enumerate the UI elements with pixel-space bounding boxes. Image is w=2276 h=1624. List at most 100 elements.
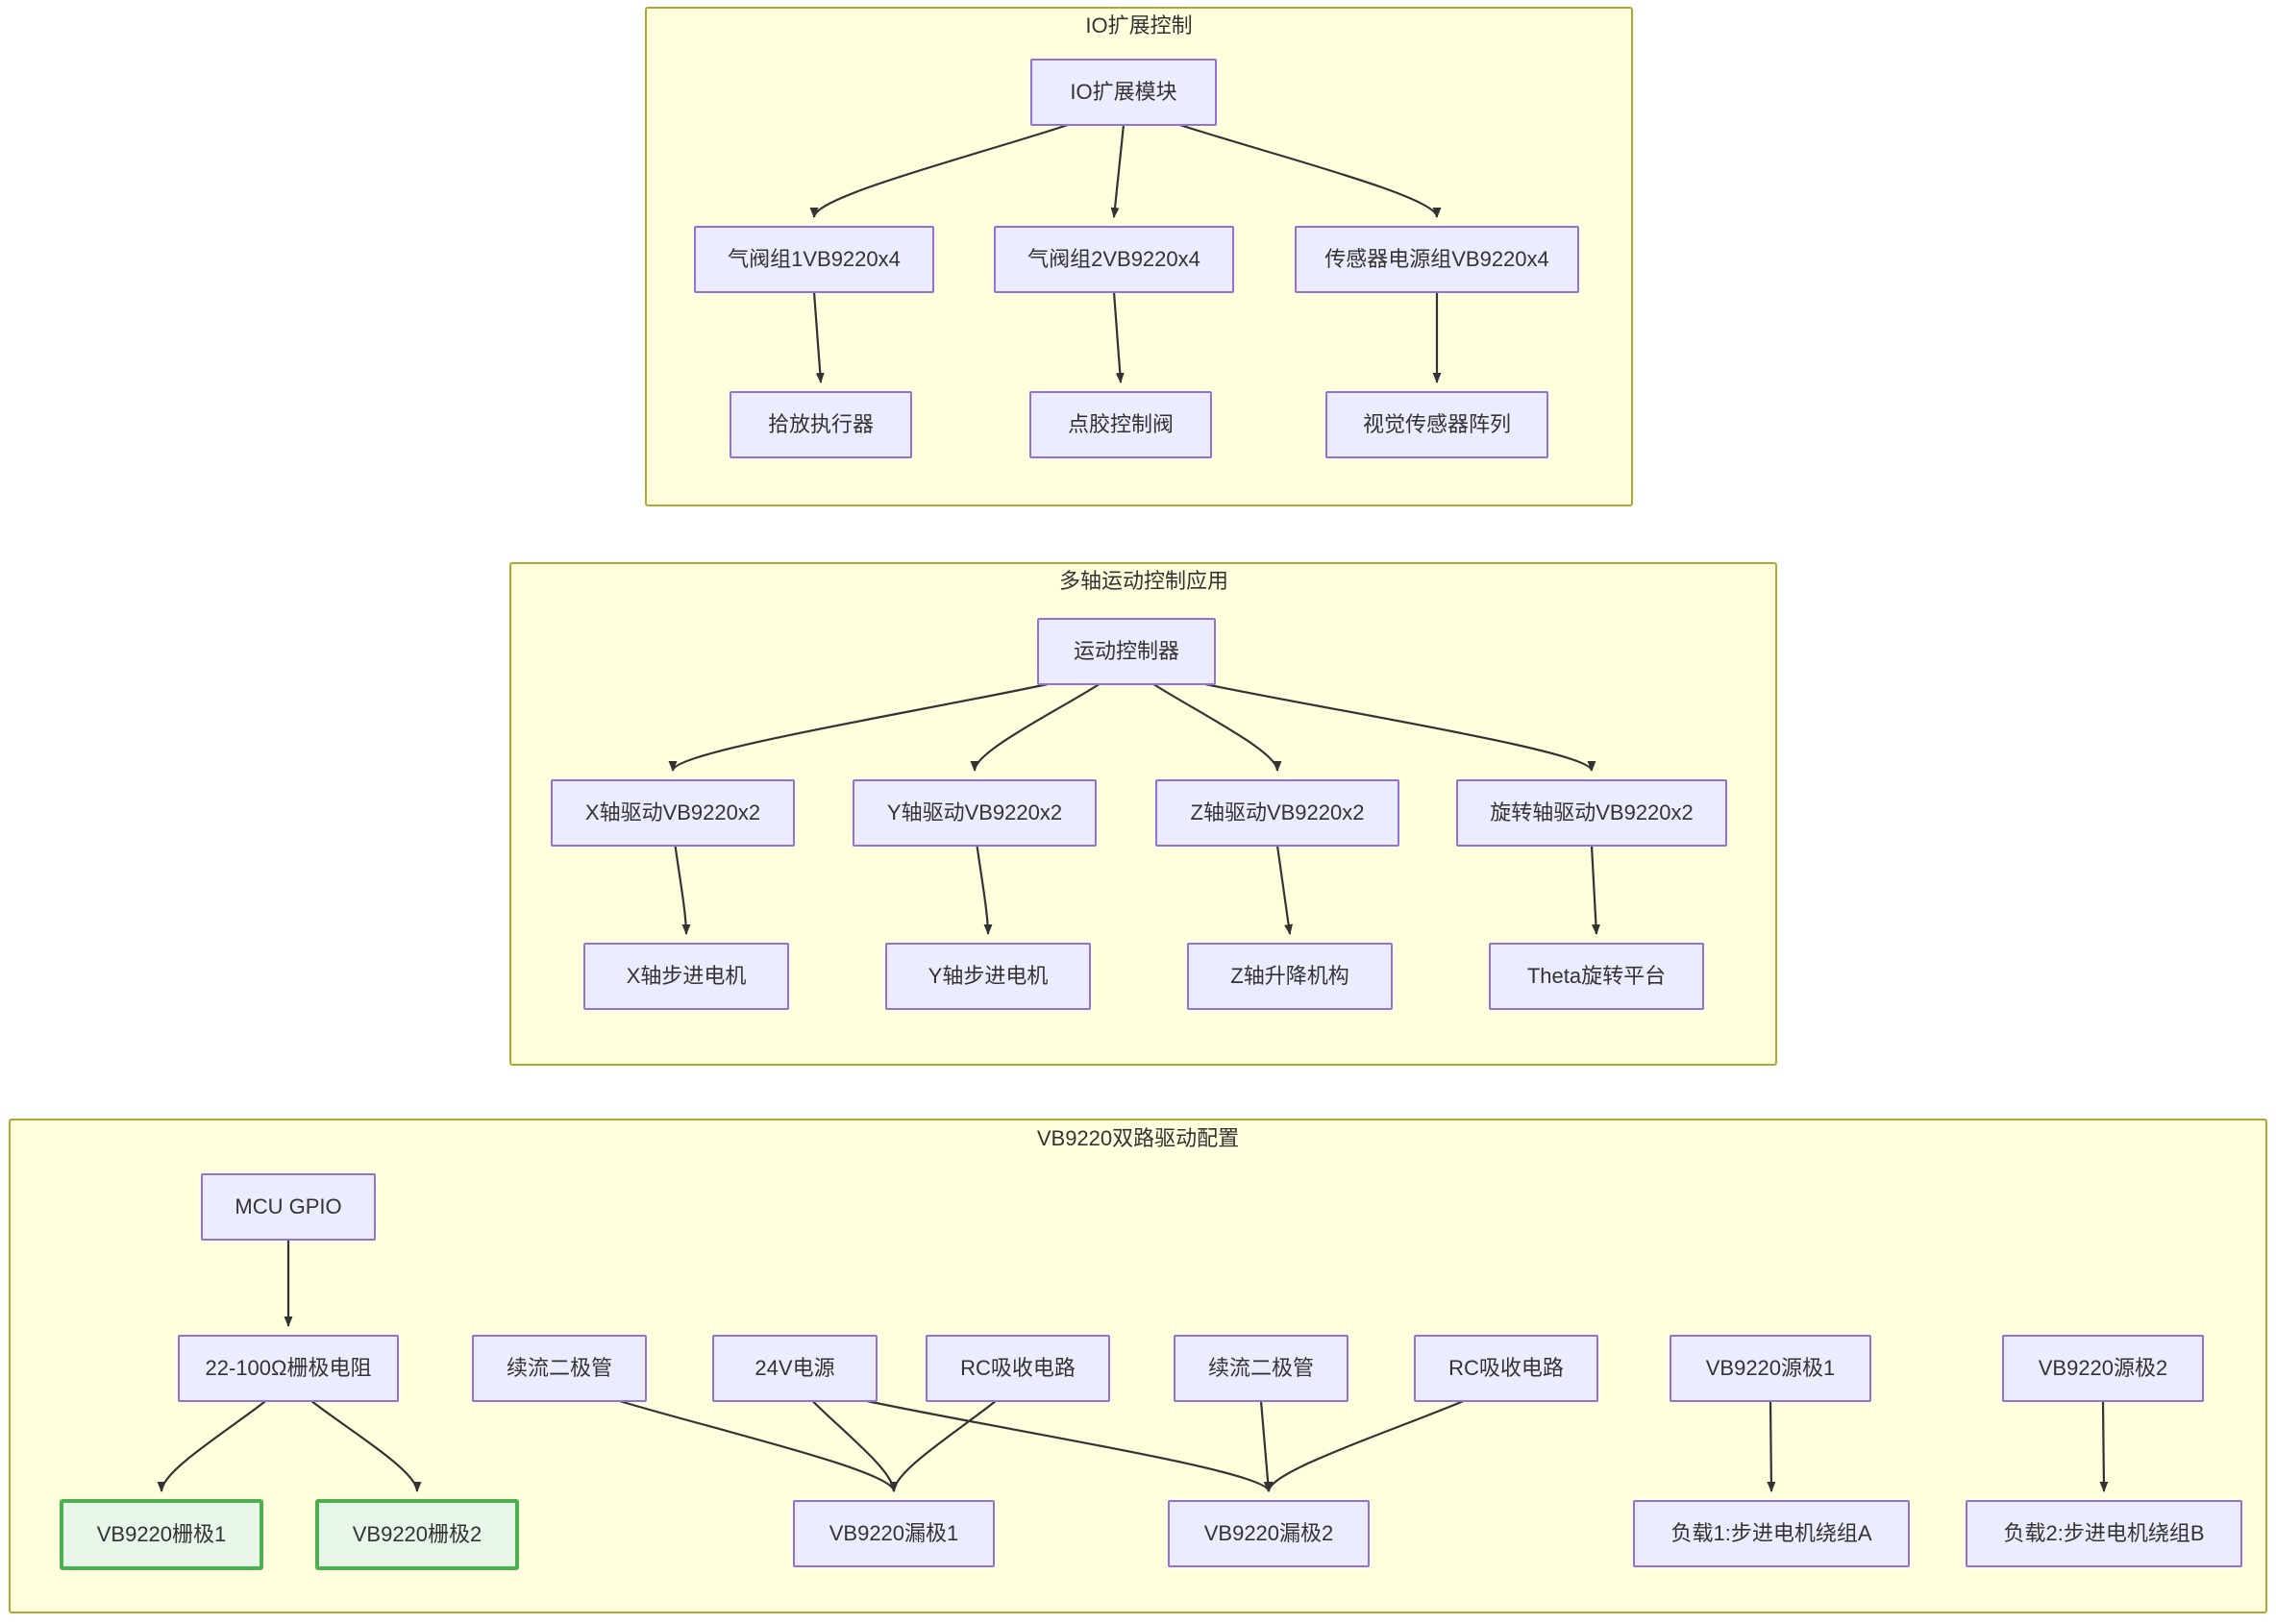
edge-supply-24v-to-vb9220-drain-2 xyxy=(866,1399,1274,1492)
node-label: Z轴升降机构 xyxy=(1230,964,1348,988)
node-sensor-power-group[interactable]: 传感器电源组VB9220x4 xyxy=(1295,226,1579,293)
node-rc-snubber-1[interactable]: RC吸收电路 xyxy=(926,1335,1110,1402)
node-vb9220-drain-1[interactable]: VB9220漏极1 xyxy=(793,1500,995,1567)
node-box[interactable] xyxy=(60,1499,263,1570)
node-vision-sensor-array[interactable]: 视觉传感器阵列 xyxy=(1325,391,1548,458)
node-box[interactable] xyxy=(583,943,789,1010)
node-box[interactable] xyxy=(1456,779,1727,847)
cluster-box xyxy=(509,562,1777,1066)
node-vb9220-drain-2[interactable]: VB9220漏极2 xyxy=(1168,1500,1370,1567)
node-x-stepper-motor[interactable]: X轴步进电机 xyxy=(583,943,789,1010)
node-label: Z轴驱动VB9220x2 xyxy=(1191,800,1365,824)
node-label: VB9220源极2 xyxy=(2039,1356,2168,1380)
node-label: X轴步进电机 xyxy=(627,964,747,988)
node-load-1[interactable]: 负载1:步进电机绕组A xyxy=(1633,1500,1910,1567)
node-box[interactable] xyxy=(1029,391,1212,458)
node-box[interactable] xyxy=(1489,943,1704,1010)
node-gate-resistor[interactable]: 22-100Ω栅极电阻 xyxy=(178,1335,399,1402)
node-box[interactable] xyxy=(1670,1335,1871,1402)
node-box[interactable] xyxy=(994,226,1234,293)
node-y-stepper-motor[interactable]: Y轴步进电机 xyxy=(885,943,1091,1010)
edge-y-axis-driver-to-y-stepper-motor xyxy=(976,845,993,935)
edge-vb9220-source-1-to-load-1 xyxy=(1767,1400,1776,1492)
node-vb9220-gate-2[interactable]: VB9220栅极2 xyxy=(315,1499,519,1570)
node-box[interactable] xyxy=(472,1335,647,1402)
node-box[interactable] xyxy=(926,1335,1110,1402)
node-box[interactable] xyxy=(1155,779,1399,847)
node-label: 旋转轴驱动VB9220x2 xyxy=(1490,800,1694,824)
node-box[interactable] xyxy=(793,1500,995,1567)
node-mcu-gpio[interactable]: MCU GPIO xyxy=(201,1173,376,1241)
node-box[interactable] xyxy=(551,779,795,847)
edge-motion-controller-to-x-axis-driver xyxy=(668,682,1049,772)
node-rc-snubber-2[interactable]: RC吸收电路 xyxy=(1414,1335,1598,1402)
node-vb9220-source-1[interactable]: VB9220源极1 xyxy=(1670,1335,1871,1402)
node-rotary-axis-driver[interactable]: 旋转轴驱动VB9220x2 xyxy=(1456,779,1727,847)
node-box[interactable] xyxy=(1174,1335,1348,1402)
edge-io-module-to-valve-group-2 xyxy=(1110,124,1126,218)
node-pick-place-actuator[interactable]: 拾放执行器 xyxy=(730,391,912,458)
node-load-2[interactable]: 负载2:步进电机绕组B xyxy=(1966,1500,2242,1567)
node-theta-rotary-stage[interactable]: Theta旋转平台 xyxy=(1489,943,1704,1010)
node-box[interactable] xyxy=(1325,391,1548,458)
node-label: IO扩展模块 xyxy=(1070,80,1176,104)
node-box[interactable] xyxy=(1168,1500,1370,1567)
node-dispensing-valve[interactable]: 点胶控制阀 xyxy=(1029,391,1212,458)
node-valve-group-2[interactable]: 气阀组2VB9220x4 xyxy=(994,226,1234,293)
node-vb9220-gate-1[interactable]: VB9220栅极1 xyxy=(60,1499,263,1570)
node-vb9220-source-2[interactable]: VB9220源极2 xyxy=(2002,1335,2204,1402)
node-box[interactable] xyxy=(885,943,1091,1010)
edge-x-axis-driver-to-x-stepper-motor xyxy=(674,845,691,935)
edge-motion-controller-to-y-axis-driver xyxy=(970,683,1101,772)
edge-motion-controller-to-z-axis-driver xyxy=(1152,683,1282,772)
node-box[interactable] xyxy=(694,226,934,293)
edge-gate-resistor-to-vb9220-gate-1 xyxy=(157,1400,266,1492)
node-box[interactable] xyxy=(1187,943,1393,1010)
node-label: 传感器电源组VB9220x4 xyxy=(1324,247,1549,271)
node-label: 24V电源 xyxy=(755,1356,834,1380)
node-box[interactable] xyxy=(2002,1335,2204,1402)
cluster-title: VB9220双路驱动配置 xyxy=(1037,1126,1239,1150)
node-label: 续流二极管 xyxy=(1208,1356,1314,1380)
edge-valve-group-2-to-dispensing-valve xyxy=(1112,291,1125,383)
node-label: 视觉传感器阵列 xyxy=(1363,412,1511,436)
node-z-lift-mechanism[interactable]: Z轴升降机构 xyxy=(1187,943,1393,1010)
node-supply-24v[interactable]: 24V电源 xyxy=(712,1335,878,1402)
cluster-title: IO扩展控制 xyxy=(1085,13,1192,37)
node-box[interactable] xyxy=(201,1173,376,1241)
edge-io-module-to-valve-group-1 xyxy=(809,123,1069,218)
node-box[interactable] xyxy=(1633,1500,1910,1567)
node-io-module[interactable]: IO扩展模块 xyxy=(1030,59,1217,126)
edge-rc-snubber-2-to-vb9220-drain-2 xyxy=(1264,1399,1464,1492)
node-label: RC吸收电路 xyxy=(1448,1356,1564,1380)
node-valve-group-1[interactable]: 气阀组1VB9220x4 xyxy=(694,226,934,293)
node-label: 负载2:步进电机绕组B xyxy=(2003,1521,2204,1545)
node-box[interactable] xyxy=(730,391,912,458)
edge-z-axis-driver-to-z-lift-mechanism xyxy=(1275,845,1294,935)
node-freewheel-diode-2[interactable]: 续流二极管 xyxy=(1174,1335,1348,1402)
node-box[interactable] xyxy=(1414,1335,1598,1402)
node-box[interactable] xyxy=(1295,226,1579,293)
edge-valve-group-1-to-pick-place-actuator xyxy=(812,291,825,383)
node-freewheel-diode-1[interactable]: 续流二极管 xyxy=(472,1335,647,1402)
node-box[interactable] xyxy=(1037,618,1216,685)
node-x-axis-driver[interactable]: X轴驱动VB9220x2 xyxy=(551,779,795,847)
node-box[interactable] xyxy=(853,779,1097,847)
node-box[interactable] xyxy=(1030,59,1217,126)
node-box[interactable] xyxy=(178,1335,399,1402)
node-label: X轴驱动VB9220x2 xyxy=(585,800,760,824)
edge-rotary-axis-driver-to-theta-rotary-stage xyxy=(1590,845,1600,935)
edges-layer xyxy=(157,123,2109,1492)
node-box[interactable] xyxy=(1966,1500,2242,1567)
node-label: 气阀组1VB9220x4 xyxy=(728,247,901,271)
node-y-axis-driver[interactable]: Y轴驱动VB9220x2 xyxy=(853,779,1097,847)
node-label: 续流二极管 xyxy=(507,1356,612,1380)
node-box[interactable] xyxy=(315,1499,519,1570)
node-z-axis-driver[interactable]: Z轴驱动VB9220x2 xyxy=(1155,779,1399,847)
node-label: VB9220源极1 xyxy=(1706,1356,1836,1380)
cluster-cluster-vb9220: VB9220双路驱动配置 xyxy=(9,1119,2267,1613)
node-box[interactable] xyxy=(712,1335,878,1402)
node-motion-controller[interactable]: 运动控制器 xyxy=(1037,618,1216,685)
